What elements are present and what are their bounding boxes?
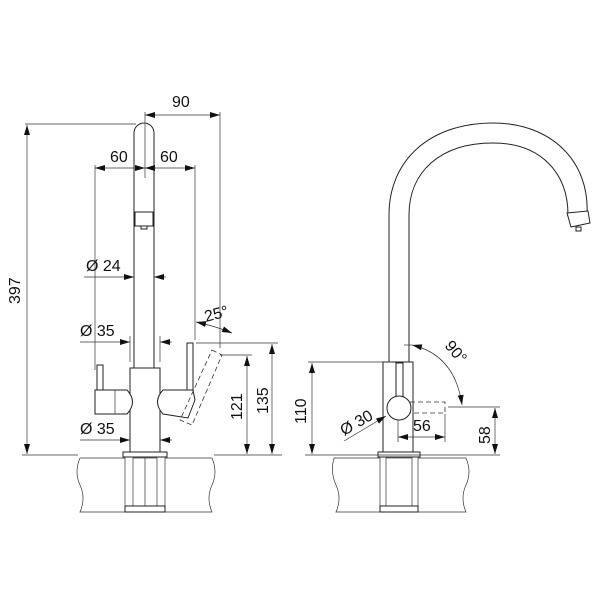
dim-spout-diameter: Ø 24 [86,258,121,275]
left-handle [94,364,133,415]
countertop-section-front [76,451,216,513]
aerator-front [134,211,154,230]
dim-body-height: 110 [293,398,310,424]
right-handle [157,342,196,419]
dim-base-diameter: Ø 35 [80,421,115,438]
dim-right-lever-offset: 60 [160,149,178,166]
side-view: 110 58 56 Ø 30 90° [293,122,591,513]
dim-height-135: 135 [255,387,272,414]
spout-front [133,122,155,369]
side-handle-rotated-outline [410,401,446,414]
dim-body-diameter: Ø 35 [80,323,115,340]
dim-left-lever-offset: 60 [110,149,128,166]
faucet-body-front [129,367,161,453]
dim-lever-angle: 25° [203,303,231,326]
countertop-section-side [332,451,470,513]
dim-handle-length: 56 [413,418,431,435]
side-knob [386,395,412,421]
dim-total-height: 397 [7,277,24,304]
side-lever [395,362,404,398]
dim-height-121: 121 [229,393,246,420]
dim-knob-diameter: Ø 30 [338,407,377,439]
spout-side [388,122,588,367]
dim-rotation-angle: 90° [441,338,470,367]
front-view: 90 60 60 Ø 24 Ø 35 Ø 35 25° 121 135 397 [7,94,282,513]
dim-spout-reach: 90 [172,94,190,111]
dim-handle-height: 58 [477,426,494,444]
aerator-side [566,210,591,232]
